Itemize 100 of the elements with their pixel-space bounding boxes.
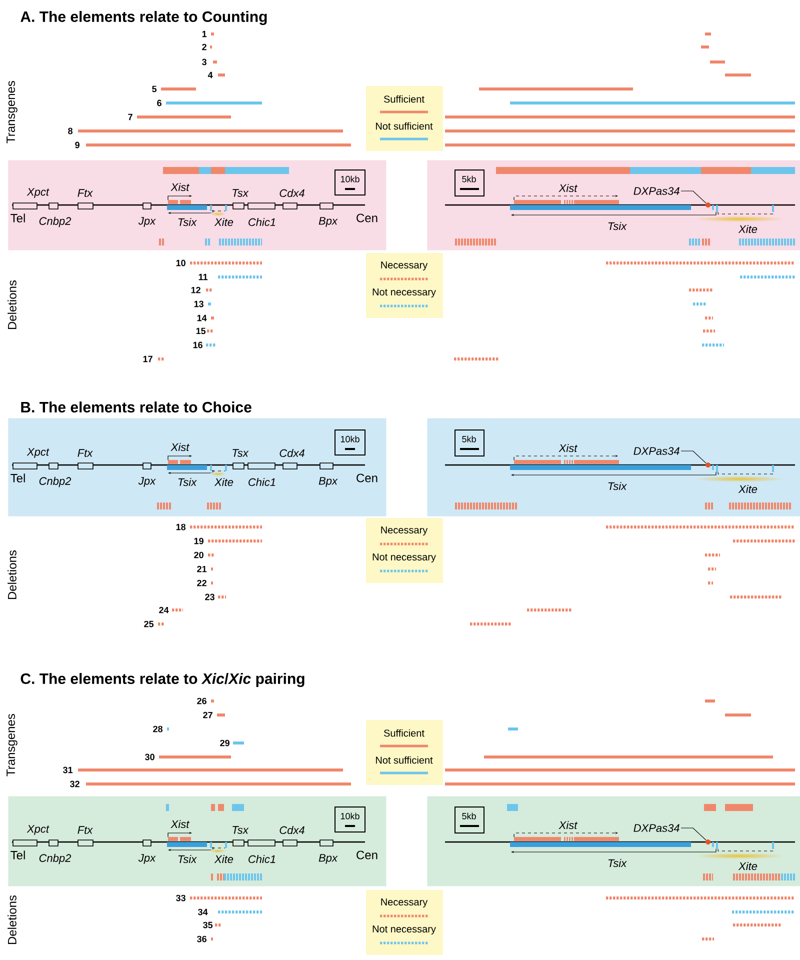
gene-label: Ftx (78, 826, 93, 834)
row-number: 30 (145, 754, 154, 760)
scale-bar: 10kb (334, 170, 366, 196)
side-label: Deletions (8, 280, 16, 330)
legend-label: Not necessary (372, 288, 436, 298)
row-number: 6 (157, 100, 162, 106)
gene-label: Xpct (26, 188, 50, 198)
gene-label: Cen (356, 474, 378, 482)
legend-label: Sufficient (384, 729, 424, 737)
gene-label: Jpx (138, 477, 156, 487)
row-number: 19 (194, 538, 204, 544)
gene-label: Ftx (78, 189, 93, 197)
gene-label: Tsix (178, 854, 197, 864)
gene-label: DXPas34 (634, 824, 680, 832)
row-number: 31 (63, 766, 73, 774)
row-number: 10 (176, 260, 186, 266)
gene-label: Tel (10, 474, 25, 482)
leader-line (680, 828, 706, 840)
row-number: 9 (75, 142, 80, 148)
gene-label: Jpx (138, 854, 156, 864)
row-number: 14 (197, 314, 207, 322)
gene-label: Tsix (178, 218, 197, 226)
gene-label: Cnbp2 (39, 216, 72, 228)
row-number: 35 (203, 922, 213, 928)
legend-label: Not necessary (372, 554, 436, 562)
row-number: 12 (191, 286, 200, 294)
row-number: 16 (193, 342, 202, 348)
gene-label: Tsix (608, 482, 627, 490)
gene-label: Cen (356, 214, 378, 222)
row-number: 17 (143, 356, 152, 362)
row-number: 32 (70, 780, 80, 788)
gene-label: Cdx4 (280, 826, 304, 834)
row-number: 7 (128, 114, 132, 120)
legend-label: Sufficient (384, 95, 424, 103)
row-number: 1 (202, 30, 207, 38)
row-number: 21 (197, 566, 207, 572)
row-number: 2 (202, 44, 206, 50)
legend-label: Not sufficient (376, 756, 433, 764)
panel-title: A. The elements relate to Counting (20, 10, 267, 26)
gene-label: Chic1 (248, 218, 276, 226)
gene-label: Bpx (318, 477, 338, 487)
row-number: 25 (144, 620, 154, 628)
row-number: 11 (198, 274, 208, 280)
row-number: 4 (208, 72, 213, 78)
gene-label: Xist (170, 182, 190, 192)
row-number: 22 (197, 580, 206, 586)
gene-label: Xite (738, 862, 758, 870)
leader-line (680, 190, 706, 204)
gene-label: Cdx4 (280, 448, 304, 458)
legend-label: Necessary (381, 898, 428, 908)
side-label: Transgenes (6, 80, 18, 144)
scale-bar: 10kb (334, 806, 366, 832)
gene-label: Bpx (318, 854, 338, 864)
gene-label: Chic1 (248, 854, 276, 864)
row-number: 24 (159, 606, 169, 614)
gene-label: Xist (558, 184, 578, 192)
gene-label: Xpct (26, 448, 50, 458)
gene-label: Xite (738, 224, 758, 234)
scale-bar: 5kb (454, 430, 484, 456)
gene-label: Tsix (178, 478, 197, 486)
gene-label: Xite (738, 484, 758, 494)
panel-title: C. The elements relate to Xic/Xic pairing (20, 672, 304, 688)
row-number: 20 (194, 552, 204, 558)
row-number: 3 (202, 58, 206, 66)
gene-label: Cdx4 (280, 188, 304, 198)
gene-label: Tel (10, 850, 25, 860)
legend-label: Not sufficient (376, 122, 433, 130)
row-number: 23 (205, 594, 214, 600)
gene-label: Tsx (232, 449, 249, 457)
gene-label: Xist (558, 820, 578, 830)
row-number: 13 (194, 300, 204, 308)
gene-label: Chic1 (248, 478, 276, 486)
row-number: 8 (68, 128, 73, 134)
leader-line (680, 450, 706, 464)
gene-label: Bpx (318, 217, 338, 227)
gene-label: Tsx (232, 189, 249, 197)
scale-bar: 10kb (334, 430, 366, 456)
gene-label: Xite (214, 218, 234, 226)
row-number: 26 (197, 698, 206, 704)
gene-label: Xite (214, 478, 234, 486)
row-number: 15 (196, 328, 206, 334)
row-number: 28 (153, 726, 163, 732)
gene-label: Xist (558, 444, 578, 452)
scale-bar: 5kb (454, 806, 484, 834)
gene-label: Xpct (26, 825, 50, 835)
gene-label: Xist (170, 442, 190, 452)
row-number: 33 (176, 894, 186, 902)
gene-label: Xist (170, 820, 190, 828)
legend-label: Necessary (381, 526, 428, 536)
side-label: Deletions (8, 550, 16, 600)
gene-label: Jpx (138, 217, 156, 227)
gene-label: Tel (10, 214, 25, 222)
gene-label: Xite (214, 854, 234, 864)
row-number: 5 (152, 86, 157, 92)
gene-label: Tsix (608, 858, 627, 868)
row-number: 27 (203, 712, 212, 718)
side-label: Transgenes (6, 714, 18, 776)
row-number: 29 (220, 740, 230, 746)
legend-label: Not necessary (372, 926, 436, 934)
row-number: 36 (197, 936, 206, 942)
